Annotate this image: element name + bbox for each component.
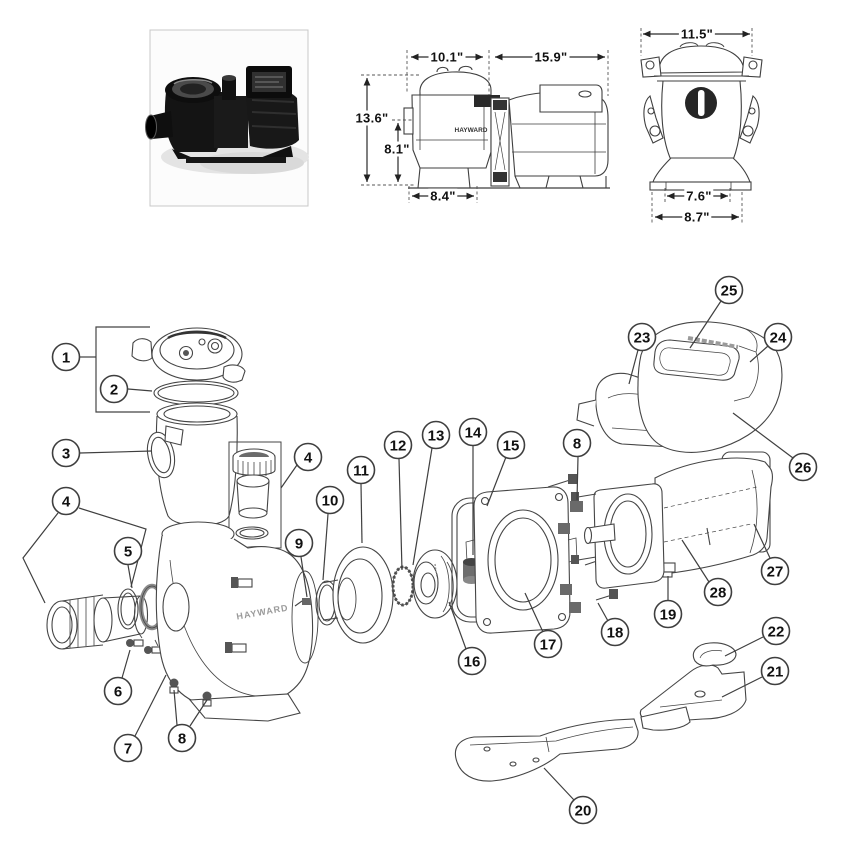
strainer-lid-drawing bbox=[95, 326, 246, 413]
dim-front-width-top: 11.5" bbox=[678, 26, 716, 42]
svg-text:10: 10 bbox=[322, 492, 339, 509]
callout-28: 28 bbox=[681, 539, 733, 607]
callout-4: 4 bbox=[280, 442, 323, 489]
svg-text:16: 16 bbox=[464, 653, 481, 670]
callout-12: 12 bbox=[383, 430, 413, 571]
svg-text:14: 14 bbox=[465, 424, 482, 441]
dim-side-width-motor: 15.9" bbox=[532, 49, 570, 65]
motor-drawing bbox=[571, 451, 773, 589]
callout-8: 8 bbox=[167, 689, 208, 753]
callout-16: 16 bbox=[448, 601, 487, 676]
svg-text:26: 26 bbox=[795, 459, 812, 476]
base-plate-drawing bbox=[454, 706, 691, 782]
seal-plate-drawing bbox=[465, 486, 578, 634]
lid-oring-drawing bbox=[153, 380, 239, 406]
svg-text:4: 4 bbox=[304, 449, 313, 466]
callout-4: 4 bbox=[22, 486, 147, 604]
impeller-ring-drawing bbox=[391, 565, 415, 607]
callout-3: 3 bbox=[51, 438, 153, 468]
callout-19: 19 bbox=[653, 576, 683, 629]
callout-27: 27 bbox=[753, 523, 790, 586]
svg-text:19: 19 bbox=[660, 606, 677, 623]
callout-23: 23 bbox=[627, 322, 657, 385]
callout-6: 6 bbox=[103, 649, 133, 706]
strainer-housing-drawing bbox=[146, 402, 238, 527]
dim-side-width-front: 10.1" bbox=[428, 49, 466, 65]
svg-text:12: 12 bbox=[390, 437, 407, 454]
svg-text:17: 17 bbox=[540, 636, 557, 653]
svg-text:9: 9 bbox=[295, 535, 303, 552]
svg-text:24: 24 bbox=[770, 329, 787, 346]
callout-18: 18 bbox=[597, 602, 630, 647]
front-view-drawing bbox=[640, 28, 763, 223]
svg-text:11: 11 bbox=[353, 462, 369, 479]
callout-13: 13 bbox=[412, 420, 451, 566]
svg-text:7: 7 bbox=[124, 740, 132, 757]
svg-text:15: 15 bbox=[503, 437, 520, 454]
callout-24: 24 bbox=[749, 322, 793, 363]
svg-text:25: 25 bbox=[721, 282, 738, 299]
callout-25: 25 bbox=[689, 275, 744, 349]
callout-26: 26 bbox=[732, 412, 818, 482]
callout-1: 1 bbox=[51, 342, 96, 372]
callout-21: 21 bbox=[721, 656, 790, 698]
exploded-view-drawing: HAYWARD bbox=[22, 275, 818, 825]
svg-text:13: 13 bbox=[428, 427, 445, 444]
svg-text:23: 23 bbox=[634, 329, 651, 346]
callout-22: 22 bbox=[724, 616, 791, 657]
motor-cap-drawing bbox=[692, 642, 737, 667]
dim-side-height-total: 13.6" bbox=[353, 110, 391, 126]
callout-11: 11 bbox=[346, 455, 376, 544]
side-view-drawing: HAYWARD bbox=[361, 50, 610, 203]
product-photo bbox=[145, 29, 309, 207]
svg-text:2: 2 bbox=[110, 381, 118, 398]
impeller-drawing bbox=[412, 549, 458, 619]
callout-10: 10 bbox=[315, 485, 345, 581]
diffuser-drawing bbox=[321, 546, 394, 644]
motor-bolts-drawing bbox=[547, 474, 618, 613]
svg-text:4: 4 bbox=[62, 493, 71, 510]
dim-side-height-port: 8.1" bbox=[382, 141, 412, 157]
pump-housing-drawing: HAYWARD bbox=[155, 521, 319, 722]
motor-cover-upper-drawing bbox=[637, 321, 783, 453]
svg-text:1: 1 bbox=[62, 349, 70, 366]
dim-front-width-feet: 7.6" bbox=[684, 188, 714, 204]
svg-text:18: 18 bbox=[607, 624, 624, 641]
svg-text:3: 3 bbox=[62, 445, 70, 462]
dim-side-width-base: 8.4" bbox=[428, 188, 458, 204]
side-view-brand-label: HAYWARD bbox=[455, 127, 488, 134]
callout-2: 2 bbox=[99, 374, 153, 404]
callout-20: 20 bbox=[543, 767, 598, 825]
callout-7: 7 bbox=[113, 674, 167, 763]
svg-text:8: 8 bbox=[573, 435, 581, 452]
callout-9: 9 bbox=[284, 528, 314, 598]
callout-15: 15 bbox=[486, 430, 526, 507]
callout-8: 8 bbox=[562, 428, 592, 501]
callout-5: 5 bbox=[113, 536, 143, 589]
callout-14: 14 bbox=[458, 417, 488, 555]
svg-text:27: 27 bbox=[767, 563, 784, 580]
svg-text:20: 20 bbox=[575, 802, 592, 819]
svg-text:5: 5 bbox=[124, 543, 132, 560]
svg-text:6: 6 bbox=[114, 683, 122, 700]
svg-text:22: 22 bbox=[768, 623, 785, 640]
clamp-hardware-drawing bbox=[126, 631, 162, 654]
dim-front-width-base: 8.7" bbox=[682, 209, 712, 225]
svg-text:28: 28 bbox=[710, 584, 727, 601]
svg-text:8: 8 bbox=[178, 730, 186, 747]
callout-17: 17 bbox=[524, 592, 563, 659]
svg-text:21: 21 bbox=[767, 663, 784, 680]
